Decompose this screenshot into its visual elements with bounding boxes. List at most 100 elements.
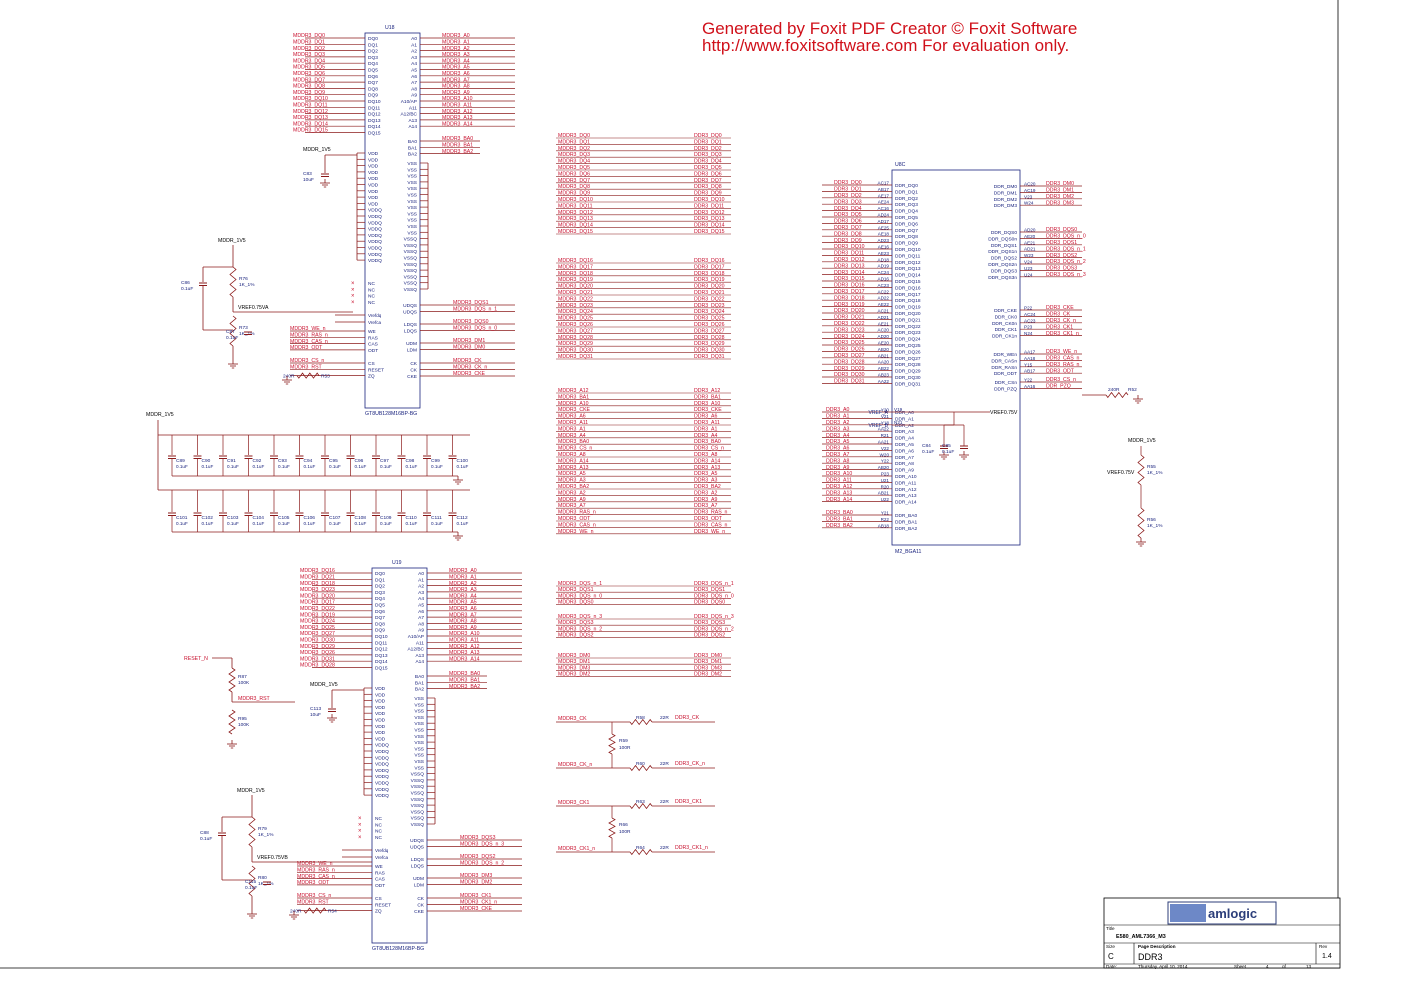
decoupling-cap-value: 0.1uF [202,464,214,469]
ball-id: AA21 [878,440,890,445]
pin-name: VSS [414,709,424,715]
pin-name: VSS [414,753,424,759]
map-right-net: DDR3_BA2 [694,484,721,490]
soc-dq-net: DDR3_DQ24 [834,334,865,340]
pin-name: DDR_DQS2 [991,256,1017,262]
soc-dq-net: DDR3_DQ22 [834,321,865,327]
pin-name: CAS [375,877,385,883]
ball-id: Y20 [881,408,890,413]
pin-name: VDD [368,151,379,157]
dqs-net: MDDR3_DM1 [453,338,485,344]
map-left-net: MDDR3_DQ4 [558,159,590,165]
map-left-net: MDDR3_DQ21 [558,290,593,296]
map-left-net: MDDR3_A9 [558,497,586,503]
ball-id: AC24 [1024,312,1036,317]
power-rail-label: MDDR_1V5 [146,412,174,418]
pin-name: VSS [407,205,417,211]
decoupling-cap-value: 0.1uF [380,521,392,526]
ball-id: AB22 [878,366,890,371]
decoupling-cap-value: 0.1uF [278,521,290,526]
pin-name: DQ1 [375,577,385,583]
addr-net: MDDR3_A1 [449,575,477,581]
pin-name: VDDQ [368,220,382,226]
pin-name: DDR_DQ31 [895,381,921,387]
pin-name: DQ9 [375,628,385,634]
map-right-net: DDR3_DQ11 [694,203,724,209]
pin-name: DDR_DQ3 [895,202,918,208]
map-left-net: MDDR3_DQ12 [558,210,593,216]
res-ref: R95 [238,716,247,722]
map-left-net: MDDR3_A14 [558,458,589,464]
soc-right-net: DDR3_DQS2 [1046,253,1077,259]
map-right-net: DDR3_DM3 [694,665,722,671]
ball-id: AD21 [878,315,890,320]
res-ref: R64 [636,845,645,851]
ctrl-net: MDDR3_CAS_n [290,339,328,345]
ball-id: Y15 [1024,362,1033,367]
ram-chip-body [364,32,421,409]
pin-name: VSSQ [404,287,418,293]
vref-net: VREF0.75V [990,410,1018,416]
pin-name: VSSQ [404,268,418,274]
map-left-net: MDDR3_DQS0 [558,600,594,606]
soc-right-net: DDR3_DM0 [1046,181,1074,187]
addr-net: MDDR3_A10 [442,96,473,102]
soc-addr-net: DDR3_A8 [826,458,849,464]
pin-name: DDR_DQS2n [988,262,1017,268]
soc-addr-net: DDR3_A4 [826,433,849,439]
map-left-net: MDDR3_A12 [558,388,589,394]
pin-name: VSS [407,211,417,217]
dqs-net: MDDR3_DM0 [453,345,485,351]
dq-net: MDDR3_DQ6 [293,71,325,77]
date-label: Date: [1106,964,1117,969]
pin-name: A0 [411,36,417,42]
pin-name: VSSQ [404,274,418,280]
pin-name: DQ7 [375,615,385,621]
map-right-net: DDR3_DQS3 [694,620,725,626]
decoupling-cap-ref: C91 [227,458,236,464]
map-right-net: DDR3_DQ23 [694,303,725,309]
pin-name: VSS [407,218,417,224]
res-ref: R79 [258,826,267,832]
pin-name: VDDQ [368,208,382,214]
soc-addr-net: DDR3_A10 [826,471,852,477]
map-left-net: MDDR3_DQS_n_2 [558,626,602,632]
chip-part: GT8UB128M16BP-BG [365,411,417,417]
soc-right-net: DDR3_DQS0 [1046,227,1077,233]
map-left-net: MDDR3_DQS_n_1 [558,581,602,587]
addr-net: MDDR3_A3 [449,587,477,593]
map-right-net: DDR3_DQ10 [694,197,725,203]
map-left-net: MDDR3_DQ15 [558,229,593,235]
map-right-net: DDR3_DQ1 [694,139,722,145]
pin-name: NC [375,835,382,841]
pin-name: A6 [411,74,417,80]
pin-name: DDR_BA0 [895,513,917,519]
map-right-net: DDR3_DQ22 [694,296,725,302]
pin-name: A13 [415,653,424,659]
pin-name: DDR_DQ28 [895,362,921,368]
res-value: 100K [238,722,250,728]
pin-name: UDQS [410,845,424,851]
pin-name: DDR_PZQ [994,386,1017,392]
map-left-net: MDDR3_DQ29 [558,341,593,347]
soc-dq-net: DDR3_DQ13 [834,263,865,269]
res-value: 1K_1% [258,832,274,838]
rst-net: MDDR3_RST [297,900,330,906]
pin-name: DDR_DQ6 [895,221,918,227]
ball-id: V21 [881,414,890,419]
pin-name: DDR_DQ26 [895,349,921,355]
map-left-net: MDDR3_DQ1 [558,139,590,145]
pin-name: VSS [407,174,417,180]
map-left-net: MDDR3_A5 [558,471,586,477]
pin-name: VSS [414,702,424,708]
ball-id: AE18 [878,232,890,237]
map-right-net: DDR3_CS_n [694,446,724,452]
map-right-net: DDR3_DQS0 [694,600,725,606]
pin-name: A9 [418,628,424,634]
ball-id: AE17 [878,193,890,198]
ball-id: AA22 [878,427,890,432]
resistor [608,733,616,755]
pin-name: A5 [411,68,417,74]
pin-name: DQ6 [368,74,378,80]
